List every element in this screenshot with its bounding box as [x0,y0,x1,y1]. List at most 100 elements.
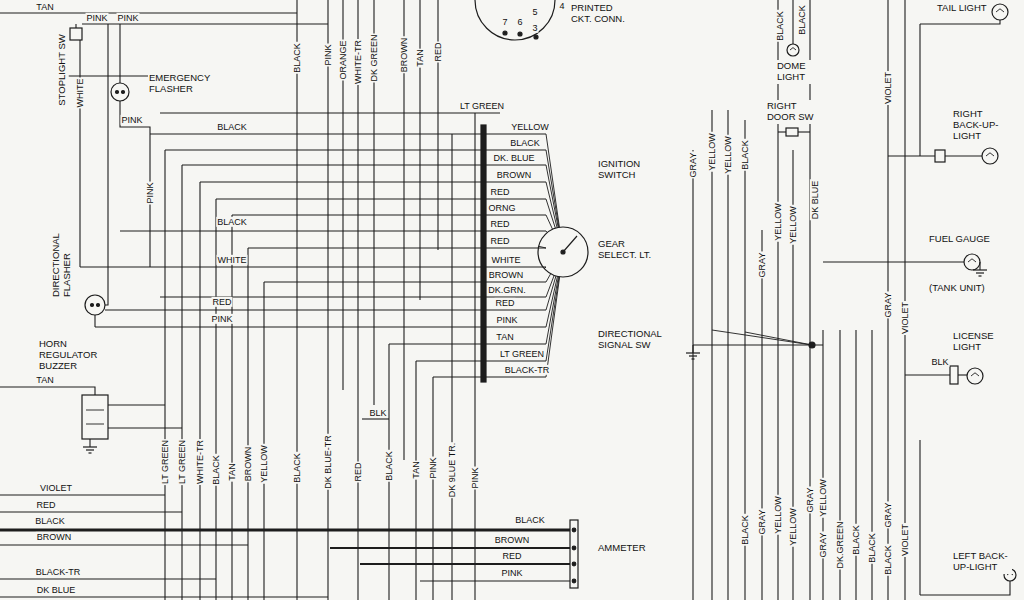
wire-color-label: BLACK [797,4,807,36]
wire-color-label: BLACK-TR [35,567,82,577]
terminal-dot [122,91,125,94]
wire-color-label: LT GREEN [499,349,545,359]
wire-color-label: BROWN [36,532,73,542]
wire [905,374,950,375]
wire [160,112,500,113]
wire-color-label: WHITE [217,255,248,265]
ground-symbol [689,355,697,356]
wire-color-label: WHITE [75,78,85,109]
wire-color-label: BROWN [494,535,531,545]
wire [296,0,297,600]
wire-color-label: BROWN [496,170,533,180]
wire-color-label: GRAY [805,487,815,514]
wire [433,376,546,377]
wire-color-label: PINK [116,13,139,23]
wire [823,261,964,262]
ground-symbol [692,345,693,353]
ammeter-terminal-block [570,520,578,588]
component-name: LICENSE LIGHT [952,330,1004,354]
switch-lead [546,277,559,361]
wire [75,24,76,28]
wire-color-label: BLACK-TR [504,365,551,375]
wire [437,0,438,250]
wire [745,332,812,345]
wire-color-label: BLACK [883,544,893,576]
terminal-dot [572,562,576,566]
component-name: GEAR SELECT. LT. [597,238,663,262]
wire-color-label: BLK [368,408,387,418]
lamp-filament [968,259,976,262]
wire [216,198,546,199]
component-name: FUEL GAUGE [928,233,991,246]
ground-symbol [979,275,982,276]
wire-color-label: LT GREEN [160,439,170,485]
component-name: IGNITION SWITCH [597,158,657,182]
wire-color-label: BLACK [34,516,66,526]
ground-symbol [86,449,94,450]
component-label: RIGHT DOOR SW [766,100,816,124]
wire-color-label: TAN [411,460,421,479]
wire-color-label: DK 9LUE TR. [447,442,457,498]
wire-color-label: GRAY [757,252,767,279]
component-name: DIRECTIONAL FLASHER [50,226,74,298]
wire [330,547,570,549]
switch-lead [546,199,555,228]
wire-color-label: BLACK [514,515,546,525]
main-feed-wire [0,529,570,532]
switch-lead [546,150,559,227]
ground-symbol [976,272,984,273]
component-name: (TANK UNIT) [928,282,986,295]
wire [79,40,80,267]
wire-color-label: TAN [415,48,425,67]
component-label: IGNITION SWITCH [597,158,657,182]
wire [108,427,182,428]
wire [420,580,570,581]
wire [82,23,328,24]
wire-color-label: BLACK [211,454,221,486]
component-label: DIRECTIONAL FLASHER [50,226,74,298]
wire-color-label: BLACK [509,138,541,148]
wire-color-label: BLACK [775,10,785,42]
wire [95,326,546,327]
wire-color-label: BROWN [399,37,409,74]
component-name: EMERGENCY FLASHER [148,72,212,96]
wire [0,387,95,395]
terminal-dot [97,304,100,307]
wire-color-label: BLACK [216,122,248,132]
component-label: LICENSE LIGHT [952,330,1004,354]
ground-symbol [973,269,987,270]
switch-lead [546,277,560,377]
wire [920,581,1010,595]
wire-color-label: TAN [495,332,514,342]
switch-lead [546,274,551,282]
wire [231,215,232,600]
wire [761,230,762,600]
lamp-symbol [964,254,980,270]
switch-lead [546,215,553,229]
wire [94,315,95,327]
wire [692,150,693,600]
wire [822,330,823,600]
ground-symbol [89,439,90,447]
component-label: DOME LIGHT [776,60,816,84]
wire-color-label: RED [501,551,522,561]
component-name: TAIL LIGHT [936,2,988,15]
wire [0,544,248,545]
wire-color-label: BLACK [867,532,877,564]
wire-color-label: VIOLET [900,523,910,557]
wire [0,578,216,579]
terminal-dot [91,304,94,307]
wire-color-label: DK.GREEN [835,520,845,569]
wire-color-label: RED [489,219,510,229]
wire [919,440,920,595]
wire-color-label: RED [35,500,56,510]
wire-color-label: BROWN [488,270,525,280]
wire [0,494,165,495]
component-name: HORN REGULATOR BUZZER [38,338,96,373]
wire-color-label: PINK [85,13,108,23]
component-label: FUEL GAUGE (TANK UNIT) [928,233,1008,295]
terminal-dot [572,528,576,532]
wire-color-label: PINK [323,43,333,66]
wire [165,149,546,150]
